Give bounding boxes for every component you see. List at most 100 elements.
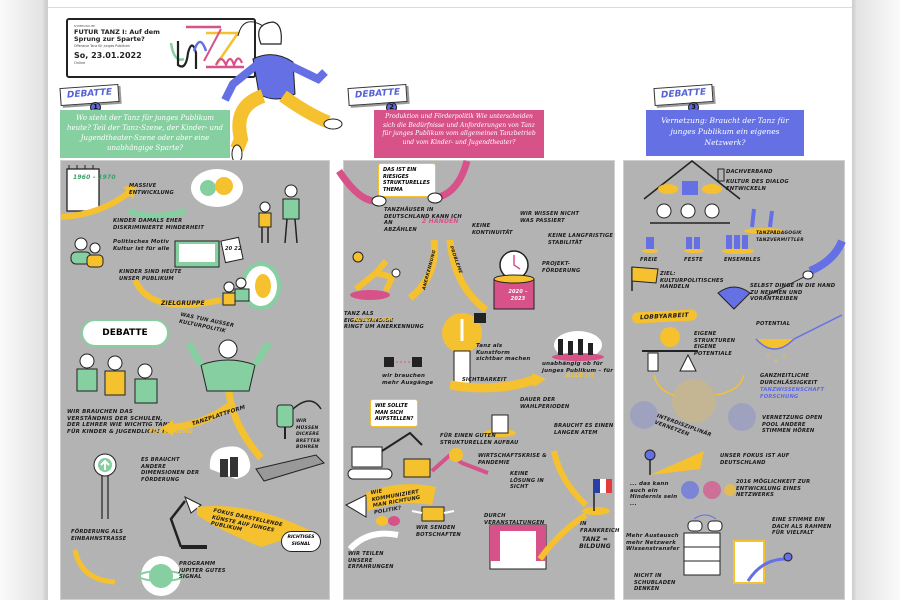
pot-years: 2020 – 2023	[508, 289, 528, 302]
debatte-2-tag: DEBATTE	[347, 83, 408, 107]
spotlight-lamp-2	[644, 449, 704, 475]
drill-icon	[276, 400, 322, 439]
chat-and-scroll	[347, 516, 400, 552]
groups-icons	[642, 235, 754, 254]
debatte-1-panel: 1960 – 1970 Massive Entwicklung Kinder d…	[60, 160, 330, 600]
politisches-motiv-text: Politisches Motiv Kultur ist für alle	[113, 239, 170, 252]
debatte-2-panel: Das ist ein riesiges strukturelles Thema…	[336, 160, 620, 600]
growth-arrow-icon	[60, 185, 187, 220]
feste-label: Feste	[684, 257, 703, 263]
event-kicker: SYMPOSIUM	[74, 24, 95, 28]
drawer-cabinet-icon	[683, 532, 721, 576]
selbst-text: Selbst Dinge in die Hand zu nehmen und v…	[750, 283, 836, 302]
schubladen-text: Nicht in Schubladen denken	[634, 573, 676, 592]
lightbulb-balance	[642, 327, 698, 372]
unabhaengig-text: unabhängig ob für junges Publikum – für	[542, 361, 614, 374]
flying-envelope-icon	[411, 506, 455, 522]
document-page: SYMPOSIUM FUTUR TANZ I: Auf dem Sprung z…	[47, 0, 853, 600]
glasses-icon	[687, 514, 723, 532]
fokus-de-text: Unser Fokus ist auf Deutschland	[720, 453, 790, 466]
langer-atem-text: Braucht es einen langen Atem	[554, 423, 614, 436]
theater-stage-icon	[489, 524, 547, 570]
riesiges-thema-bubble: Das ist ein riesiges strukturelles Thema	[378, 163, 436, 197]
two-people-icon	[70, 237, 104, 268]
wir-wissen-nicht: Wir wissen nicht was passiert	[520, 211, 580, 224]
dachverband-text: Dachverband	[726, 169, 773, 175]
dancer-floor-illustration	[350, 251, 401, 300]
moeglichkeit-text: 2016 Möglichkeit zur Entwicklung eines N…	[736, 479, 811, 498]
target-audience-illustration	[222, 262, 281, 310]
france-flag-arrows	[537, 450, 612, 561]
austausch-text: Mehr Austausch mehr Netzwerk Wissenstran…	[626, 533, 680, 552]
krise-text: Wirtschaftskrise & Pandemie	[478, 453, 547, 466]
dancers-icon	[744, 208, 784, 234]
wahlperioden-text: Dauer der Wahlperioden	[520, 397, 570, 410]
one-way-sign-icon	[93, 453, 117, 519]
stage-icon	[174, 236, 244, 268]
zielgruppe-label: Zielgruppe	[161, 300, 205, 307]
debatte-cloud: DEBATTE	[81, 319, 169, 347]
network-cluster	[630, 374, 756, 431]
zielgruppe-arrow	[132, 278, 222, 308]
tanzwissenschaft-text: Tanzwissenschaft Forschung	[760, 387, 825, 400]
money-and-board-illustration	[209, 446, 325, 482]
einbahnstrasse-text: Förderung als Einbahnstraße	[71, 529, 127, 542]
pink-hands	[336, 160, 471, 207]
potential-text: Potential	[756, 321, 791, 327]
verstaendnis-text: Wir brauchen das Verständnis der Schulen…	[67, 409, 174, 435]
tanzpaedagogik-text: Tanzpädagogik Tanzvermittler	[756, 231, 804, 243]
debatte-3-question: Vernetzung: Braucht der Tanz für junges …	[646, 110, 804, 156]
tanzplattform-arrows	[161, 391, 264, 461]
dimensionen-text: Es braucht andere Dimensionen der Förder…	[141, 457, 200, 483]
jumping-dancer-illustration	[221, 21, 343, 164]
veranstaltungen-text: Durch Veranstaltungen	[484, 513, 545, 526]
event-format: Online	[74, 61, 86, 65]
flag-icon	[631, 266, 659, 291]
gears-icon	[191, 169, 243, 207]
zwei-haenden-text: 2 Händen	[422, 218, 459, 225]
three-faces-table	[650, 203, 730, 224]
kunstform-text: Kunstform	[354, 317, 393, 323]
ballot-box-icon	[484, 414, 516, 437]
lobbyarbeit-band: Lobbyarbeit	[631, 309, 698, 324]
parent-child-illustration	[258, 184, 300, 244]
speech-bubbles-icon	[384, 357, 422, 367]
sichtbar-text: Tanz als Kunstform sichtbar machen	[476, 343, 531, 362]
ringt-text: ringt um Anerkennung	[344, 324, 424, 330]
massive-entwicklung: Massive Entwicklung	[129, 183, 174, 196]
jupiter-text: Programm Jupiter gutes Signal	[179, 561, 226, 580]
aufstellen-bubble: Wie sollte man sich aufstellen?	[370, 399, 418, 427]
frankreich-text: In Frankreich	[580, 521, 620, 534]
keine-loesung-text: Keine Lösung in Sicht	[510, 471, 544, 490]
aufbau-text: Für einen guten strukturellen Aufbau	[440, 433, 519, 446]
shrugging-person	[185, 339, 272, 392]
debatte-3-tag: DEBATTE	[653, 83, 714, 107]
alarm-clock-pot	[493, 250, 535, 310]
megaphone-banner	[344, 484, 436, 518]
spinning-top-brush	[717, 239, 846, 310]
projektfoerderung: Projekt-Förderung	[542, 261, 581, 274]
vernetzung-text: Vernetzung open pool andere Stimmen höre…	[762, 415, 823, 434]
roof-house-icon	[643, 160, 741, 200]
debatte-3-panel: Dachverband Kultur des Dialog entwickeln…	[623, 160, 846, 600]
colored-gears	[681, 481, 736, 499]
calendar-2022: 20 22	[225, 246, 242, 252]
viewer-left-margin	[0, 0, 47, 600]
alle-text: ALLE !!!	[566, 372, 595, 379]
event-title: FUTUR TANZ I: Auf dem Sprung zur Sparte?	[74, 28, 160, 43]
calendar-years: 1960 – 1970	[73, 174, 116, 181]
kinder-damals-text: Kinder damals eher diskriminierte Minder…	[113, 218, 205, 231]
three-people-debating	[76, 353, 158, 404]
sieve-icon	[755, 314, 843, 362]
event-subtitle: Offensive Tanz für junges Publikum	[74, 44, 130, 48]
stimme-text: Eine Stimme ein Dach als Rahmen für Viel…	[772, 517, 832, 536]
ganzheitlich-text: Ganzheitliche Durchlässigkeit	[760, 373, 818, 386]
abzaehlen-text: abzählen	[384, 227, 417, 233]
keine-stabilitaet: Keine langfristige Stabilität	[548, 233, 614, 246]
ausgaenge-text: wir brauchen mehr Ausgänge	[382, 373, 434, 386]
erfahrungen-text: Wir teilen unsere Erfahrungen	[348, 551, 394, 570]
botschaften-text: Wir senden Botschaften	[416, 525, 461, 538]
hindernis-text: ... das kann auch ein Hindernis sein ...	[630, 481, 678, 507]
ziel-text: Ziel: kulturpolitisches Handeln	[660, 271, 724, 290]
sichtbarkeit-label: Sichtbarkeit	[462, 377, 507, 383]
